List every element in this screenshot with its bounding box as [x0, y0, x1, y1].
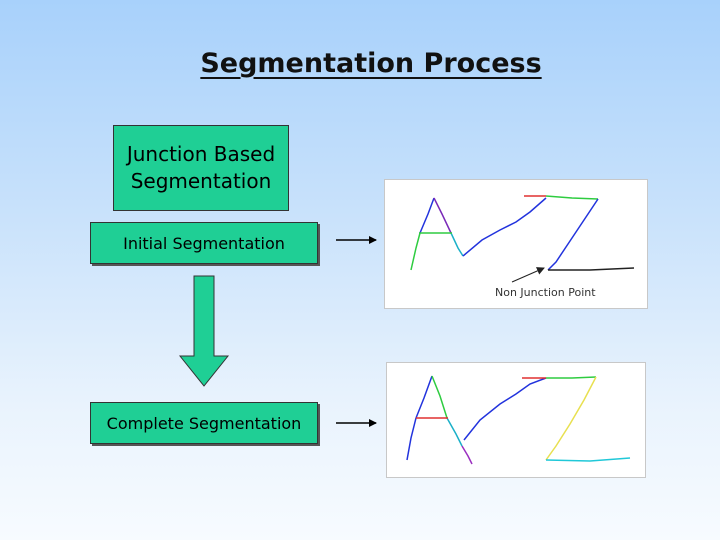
down-arrow-icon: [178, 275, 230, 387]
junction-box-line-1: Junction Based: [126, 142, 276, 166]
complete-segmentation-box: Complete Segmentation: [90, 402, 318, 444]
non-junction-point-label: Non Junction Point: [495, 286, 596, 299]
complete-letter-z: [463, 376, 631, 462]
initial-letter-a: [410, 197, 464, 271]
junction-segmentation-box: Junction Based Segmentation: [113, 125, 289, 211]
initial-segmentation-box: Initial Segmentation: [90, 222, 318, 264]
page-title: Segmentation Process: [200, 48, 542, 79]
initial-letter-z: [462, 195, 635, 271]
initial-segmentation-image: [384, 179, 648, 309]
junction-box-line-2: Segmentation: [130, 169, 272, 193]
non-junction-pointer: [511, 267, 545, 283]
complete-letter-a: [406, 375, 473, 465]
